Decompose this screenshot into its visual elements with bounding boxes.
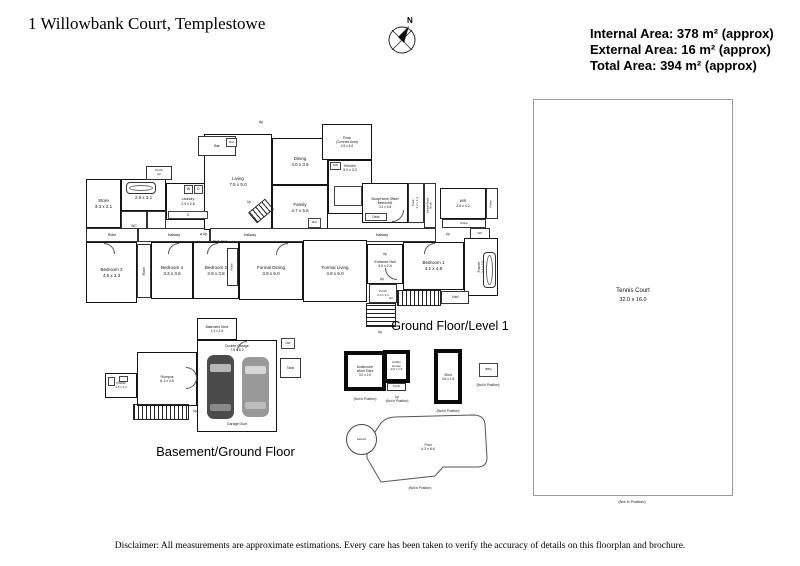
up-deck: Up	[258, 119, 264, 124]
porch-top-left: Porch Up	[146, 166, 172, 180]
dn-stairs: Dn	[389, 295, 393, 300]
basin	[119, 376, 128, 382]
pwdr: Pwdr 2.2 x 1.2	[408, 183, 424, 223]
shed: Shed 3.6 x 1.8	[434, 349, 462, 404]
up-entrance-2: Up	[379, 276, 385, 281]
hallway-label-west: Hallway	[243, 232, 257, 237]
compass-icon: N	[388, 16, 416, 54]
garage-door-label: Garage Door	[226, 421, 248, 426]
toilet	[108, 377, 115, 386]
dishwasher: DW	[330, 162, 341, 170]
fridge: Ref	[308, 218, 321, 228]
washer: W	[184, 185, 193, 194]
robe-wir-side: Robe	[486, 188, 498, 219]
robe-bedroom-2: Robe	[227, 248, 238, 286]
pool-label: Pool 4.2 x 8.6	[421, 442, 435, 451]
study-nook: Study Nook	[212, 238, 228, 243]
caption-cubby: Up (Not In Position)	[385, 394, 409, 403]
robe-left: Robe	[86, 228, 138, 242]
robe-wir: Robe	[442, 219, 486, 228]
tennis-court-label: Tennis Court	[616, 288, 650, 294]
tennis-court: Tennis Court 32.0 x 16.0	[533, 99, 733, 496]
external-area: External Area: 16 m² (approx)	[590, 42, 771, 57]
dining: Dining 4.0 x 3.6	[272, 138, 328, 185]
hot-water-unit: HW	[281, 338, 295, 349]
bbq: BBQ	[479, 363, 498, 377]
store: Store 3.3 x 2.1	[86, 179, 121, 228]
desk: Desk	[365, 213, 387, 221]
car-1	[207, 355, 234, 419]
dryer: D	[194, 185, 203, 194]
up-entry-steps: Up	[377, 329, 383, 334]
up-basement-stairs: Up	[192, 408, 198, 413]
internal-stairs	[397, 290, 441, 306]
bath-tub	[126, 182, 156, 194]
door-arc-formal-dining	[276, 243, 288, 255]
tennis-court-caption: (Not In Position)	[618, 500, 646, 504]
robe-bedroom-3: Robe	[137, 244, 151, 298]
basement-stairs	[133, 404, 189, 420]
caption-wood-store: (Not In Position)	[353, 397, 377, 401]
door-arc-bed2	[207, 243, 218, 254]
formal-living: Formal Living 4.8 x 5.0	[303, 240, 367, 302]
up-wir: Up	[445, 231, 451, 236]
door-arc-bed4	[168, 243, 179, 254]
page-title: 1 Willowbank Court, Templestowe	[28, 14, 266, 33]
porch-entry: Porch 2.0 x 2.1	[369, 284, 397, 303]
up-entrance: Up	[382, 251, 388, 256]
rumpus: Rumpus 6.1 x 4.5	[137, 352, 197, 406]
entrance-hall: Entrance Hall 3.0 x 2.4	[367, 244, 403, 284]
jacuzzi: Jacuzzi	[346, 424, 377, 455]
up-hallway: ◄ Up	[198, 232, 208, 236]
ensuite-tub	[483, 252, 496, 288]
basement-store: Basement Store 1.4 x 2.9	[197, 318, 237, 340]
caption-bbq: (Not In Position)	[476, 383, 500, 387]
svg-text:N: N	[407, 16, 413, 25]
hallway-label-east: Hallway	[375, 232, 389, 237]
water-tank: Tank	[280, 358, 301, 378]
ground-floor-label: Ground Floor/Level 1	[391, 319, 509, 333]
bar-fridge: Ref	[226, 138, 237, 147]
kitchen-island	[334, 186, 362, 206]
area-summary: Internal Area: 378 m² (approx) External …	[590, 26, 774, 74]
cubby-porch: Porch	[387, 383, 406, 391]
pool-shape	[366, 414, 488, 483]
caption-shed: (Not In Position)	[436, 409, 460, 413]
entry-steps	[366, 303, 396, 327]
car-2	[242, 357, 269, 417]
wir: WIR 2.6 x 4.2	[440, 188, 486, 219]
vanity-study-nook: Vanity/Study Nook	[424, 183, 436, 228]
void: Void	[441, 291, 469, 304]
up-living: Up	[246, 199, 252, 204]
door-arc-garage	[237, 341, 247, 351]
door-arc-bed1	[424, 243, 435, 254]
caption-pool: (Not In Position)	[408, 486, 432, 490]
internal-area: Internal Area: 378 m² (approx)	[590, 26, 774, 41]
linen-cupboard: C	[168, 211, 208, 219]
tennis-court-dim: 32.0 x 16.0	[619, 297, 647, 303]
cubby-house: Cubby House 2.6 x 1.5	[383, 350, 410, 383]
formal-dining: Formal Dining 3.9 x 5.0	[239, 242, 303, 300]
hallway-left: Hallway	[138, 228, 210, 242]
total-area: Total Area: 394 m² (approx)	[590, 58, 757, 73]
disclaimer-text: Disclaimer: All measurements are approxi…	[114, 541, 686, 551]
porch-covered: Porch (Covered Area) 2.9 x 5.6	[322, 124, 372, 160]
basement-floor-label: Basement/Ground Floor	[156, 444, 295, 459]
wood-store: Undercover Wood Store 3.0 x 2.0	[344, 351, 386, 391]
